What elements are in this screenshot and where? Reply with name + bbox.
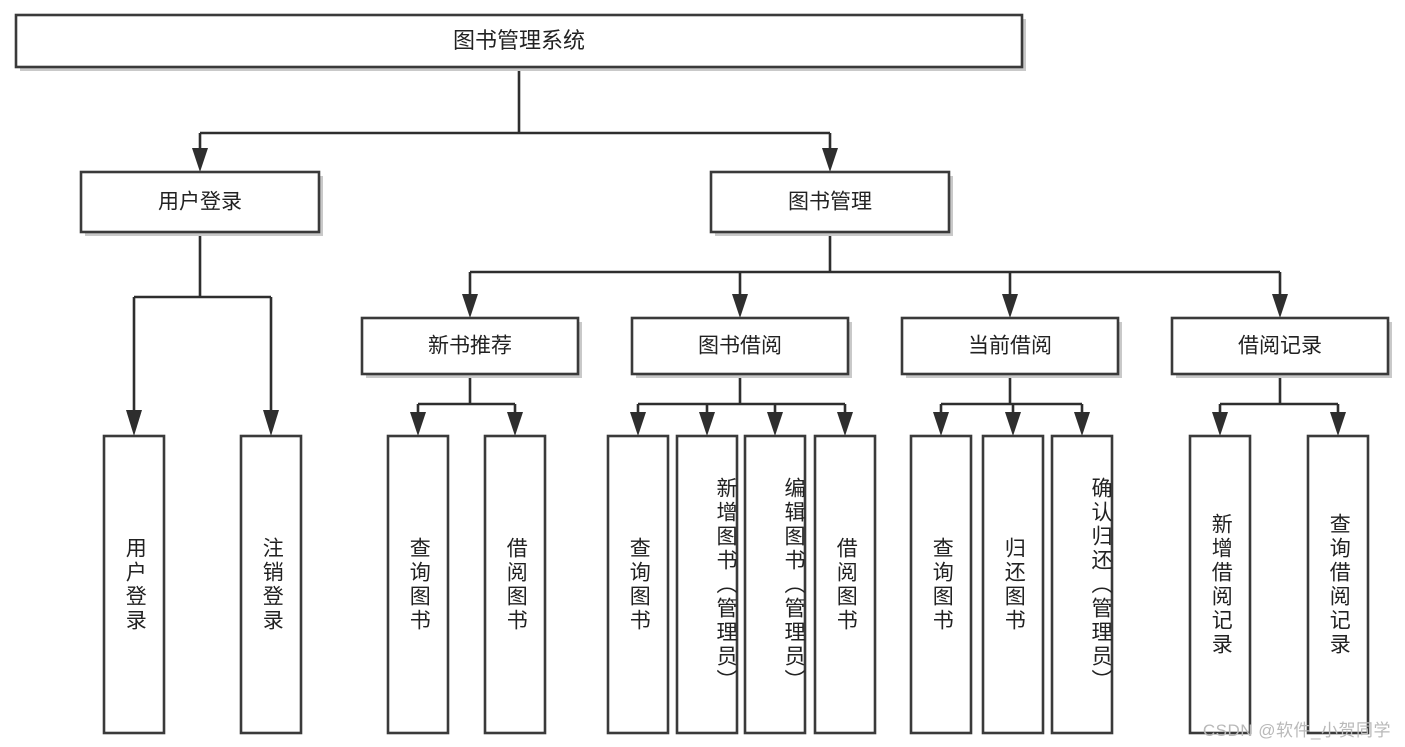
- leaf-box-user-logout[interactable]: [239, 434, 303, 735]
- leaf-box-confirm-return[interactable]: [1050, 434, 1114, 735]
- leaf-box-query-book-2[interactable]: [606, 434, 670, 735]
- arrow-head-leaf-add-book: [699, 412, 715, 436]
- node-new-book-rec[interactable]: 新书推荐: [360, 316, 582, 378]
- arrow-head-leaf-query-book-2: [630, 412, 646, 436]
- arrow-head-current-borrow: [1002, 294, 1018, 318]
- arrow-head-new-book-rec: [462, 294, 478, 318]
- connector-layer: [126, 67, 1346, 436]
- node-book-manage-label: 图书管理: [788, 191, 872, 214]
- node-borrow-record-box[interactable]: [1170, 316, 1390, 376]
- node-root-label: 图书管理系统: [453, 28, 585, 53]
- arrow-head-leaf-query-book-3: [933, 412, 949, 436]
- leaf-box-borrow-book-1[interactable]: [483, 434, 547, 735]
- node-current-borrow-box[interactable]: [900, 316, 1120, 376]
- arrow-head-leaf-user-login: [126, 410, 142, 436]
- leaf-box-borrow-book-2[interactable]: [813, 434, 877, 735]
- node-user-login-box[interactable]: [79, 170, 321, 234]
- leaf-box-add-record[interactable]: [1188, 434, 1252, 735]
- leaf-box-return-book[interactable]: [981, 434, 1045, 735]
- arrow-head-leaf-borrow-book-1: [507, 412, 523, 436]
- arrow-head-leaf-return-book: [1005, 412, 1021, 436]
- node-current-borrow-label: 当前借阅: [968, 335, 1052, 358]
- node-book-manage-box[interactable]: [709, 170, 951, 234]
- node-new-book-rec-box[interactable]: [360, 316, 580, 376]
- node-book-borrow-box[interactable]: [630, 316, 850, 376]
- leaf-box-layer: [102, 434, 1370, 735]
- leaf-box-query-record[interactable]: [1306, 434, 1370, 735]
- node-book-borrow[interactable]: 图书借阅: [630, 316, 852, 378]
- node-user-login-label: 用户登录: [158, 191, 242, 214]
- arrow-head-leaf-edit-book: [767, 412, 783, 436]
- node-current-borrow[interactable]: 当前借阅: [900, 316, 1122, 378]
- node-new-book-rec-label: 新书推荐: [428, 335, 512, 358]
- csdn-watermark: CSDN @软件_小贺同学: [1202, 721, 1391, 740]
- arrow-head-leaf-confirm-return: [1074, 412, 1090, 436]
- node-borrow-record[interactable]: 借阅记录: [1170, 316, 1392, 378]
- node-borrow-record-label: 借阅记录: [1238, 335, 1322, 358]
- node-book-manage[interactable]: 图书管理: [709, 170, 953, 236]
- leaf-box-query-book-3[interactable]: [909, 434, 973, 735]
- leaf-box-query-book-1[interactable]: [386, 434, 450, 735]
- node-root[interactable]: 图书管理系统: [14, 13, 1026, 71]
- arrow-head-user-login: [192, 148, 208, 172]
- arrow-head-leaf-add-record: [1212, 412, 1228, 436]
- leaf-box-edit-book[interactable]: [743, 434, 807, 735]
- node-user-login[interactable]: 用户登录: [79, 170, 323, 236]
- arrow-head-book-borrow: [732, 294, 748, 318]
- leaf-box-add-book[interactable]: [675, 434, 739, 735]
- arrow-head-leaf-user-logout: [263, 410, 279, 436]
- arrow-head-leaf-query-record: [1330, 412, 1346, 436]
- arrow-head-borrow-record: [1272, 294, 1288, 318]
- arrow-head-leaf-borrow-book-2: [837, 412, 853, 436]
- arrow-head-leaf-query-book-1: [410, 412, 426, 436]
- node-book-borrow-label: 图书借阅: [698, 335, 782, 358]
- node-root-box[interactable]: [14, 13, 1024, 69]
- arrow-head-book-manage: [822, 148, 838, 172]
- leaf-box-user-login[interactable]: [102, 434, 166, 735]
